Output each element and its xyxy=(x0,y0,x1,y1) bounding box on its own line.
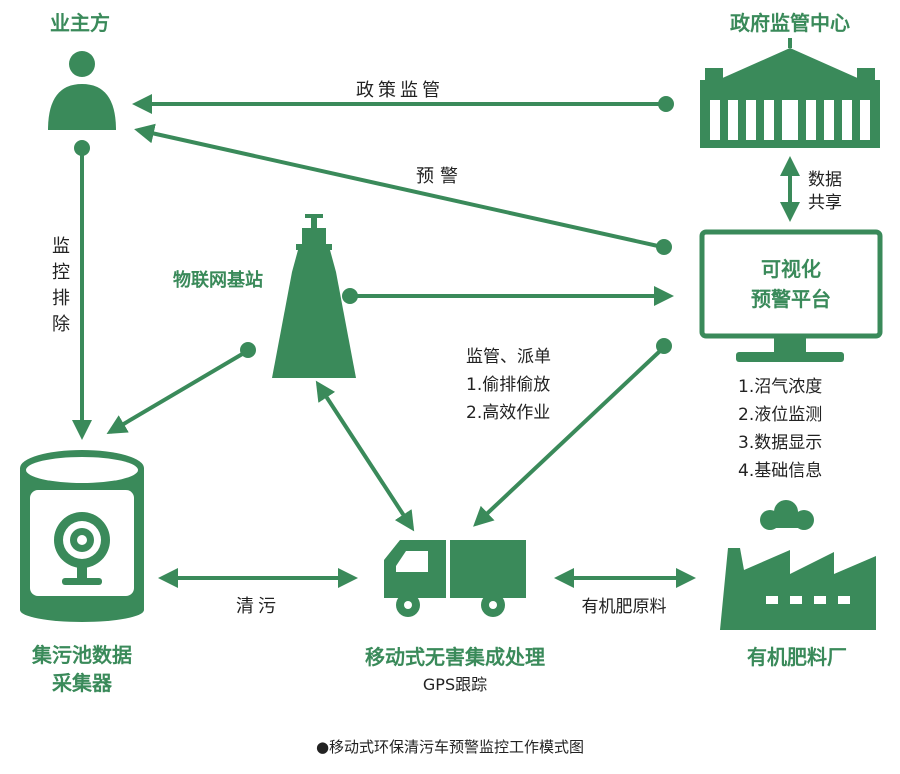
platform-feature-3: 3.数据显示 xyxy=(738,433,822,453)
factory-node: 有机肥料厂 xyxy=(720,500,876,669)
edge-monitor-label-3: 排 xyxy=(52,288,70,309)
platform-title-line1: 可视化 xyxy=(761,257,821,281)
government-node: 政府监管中心 xyxy=(700,11,880,148)
factory-icon xyxy=(720,500,876,630)
platform-feature-1: 1.沼气浓度 xyxy=(738,377,822,397)
collector-title-line2: 采集器 xyxy=(52,671,113,695)
edge-policy-label: 政策监管 xyxy=(356,80,444,101)
edge-monitor-discharge: 监 控 排 除 xyxy=(52,140,92,440)
government-building-icon xyxy=(700,38,880,148)
collector-title-line1: 集污池数据 xyxy=(31,643,132,667)
figure-caption: ●移动式环保清污车预警监控工作模式图 xyxy=(316,738,584,756)
edge-data-share: 数据 共享 xyxy=(780,156,842,222)
base-station-node: 物联网基站 xyxy=(173,214,356,378)
edge-dispatch-label-3: 2.高效作业 xyxy=(466,403,550,423)
edge-clean-label: 清污 xyxy=(236,596,280,617)
platform-feature-2: 2.液位监测 xyxy=(738,405,822,425)
edge-platform-to-truck: 监管、派单 1.偷排偷放 2.高效作业 xyxy=(466,338,672,527)
edge-station-to-platform xyxy=(342,286,674,306)
platform-node: 可视化 预警平台 1.沼气浓度 2.液位监测 3.数据显示 4.基础信息 xyxy=(699,229,883,481)
signal-tower-icon xyxy=(272,214,356,378)
edge-monitor-label-1: 监 xyxy=(52,236,70,257)
factory-title: 有机肥料厂 xyxy=(747,645,847,669)
edge-dispatch-label-2: 1.偷排偷放 xyxy=(466,375,550,395)
truck-title: 移动式无害集成处理 xyxy=(365,645,545,669)
edge-data-share-line1: 数据 xyxy=(808,170,842,190)
edge-monitor-label-2: 控 xyxy=(52,262,70,283)
government-title: 政府监管中心 xyxy=(730,11,850,35)
edge-dispatch-label-1: 监管、派单 xyxy=(466,347,551,367)
edge-clean: 清污 xyxy=(158,568,358,617)
truck-node: 移动式无害集成处理 GPS跟踪 xyxy=(365,540,545,694)
collector-node: 集污池数据 采集器 xyxy=(20,450,144,695)
edge-station-truck xyxy=(315,380,415,532)
truck-subtitle: GPS跟踪 xyxy=(423,675,487,694)
truck-icon xyxy=(384,540,526,617)
edge-data-share-line2: 共享 xyxy=(808,193,842,213)
edge-warning-label: 预警 xyxy=(416,166,464,187)
edge-policy: 政策监管 xyxy=(132,80,674,114)
platform-title-line2: 预警平台 xyxy=(751,287,831,311)
camera-tank-icon xyxy=(20,450,144,622)
edge-fertilizer-label: 有机肥原料 xyxy=(582,597,667,617)
edge-station-to-collector xyxy=(106,342,256,435)
owner-node: 业主方 xyxy=(48,11,116,130)
edge-fertilizer: 有机肥原料 xyxy=(554,568,696,617)
owner-title: 业主方 xyxy=(50,11,110,35)
platform-feature-4: 4.基础信息 xyxy=(738,461,822,481)
edge-monitor-label-4: 除 xyxy=(52,314,70,335)
base-station-title: 物联网基站 xyxy=(173,269,263,291)
person-icon xyxy=(48,51,116,130)
edge-warning: 预警 xyxy=(134,123,672,255)
monitor-icon xyxy=(699,229,883,362)
